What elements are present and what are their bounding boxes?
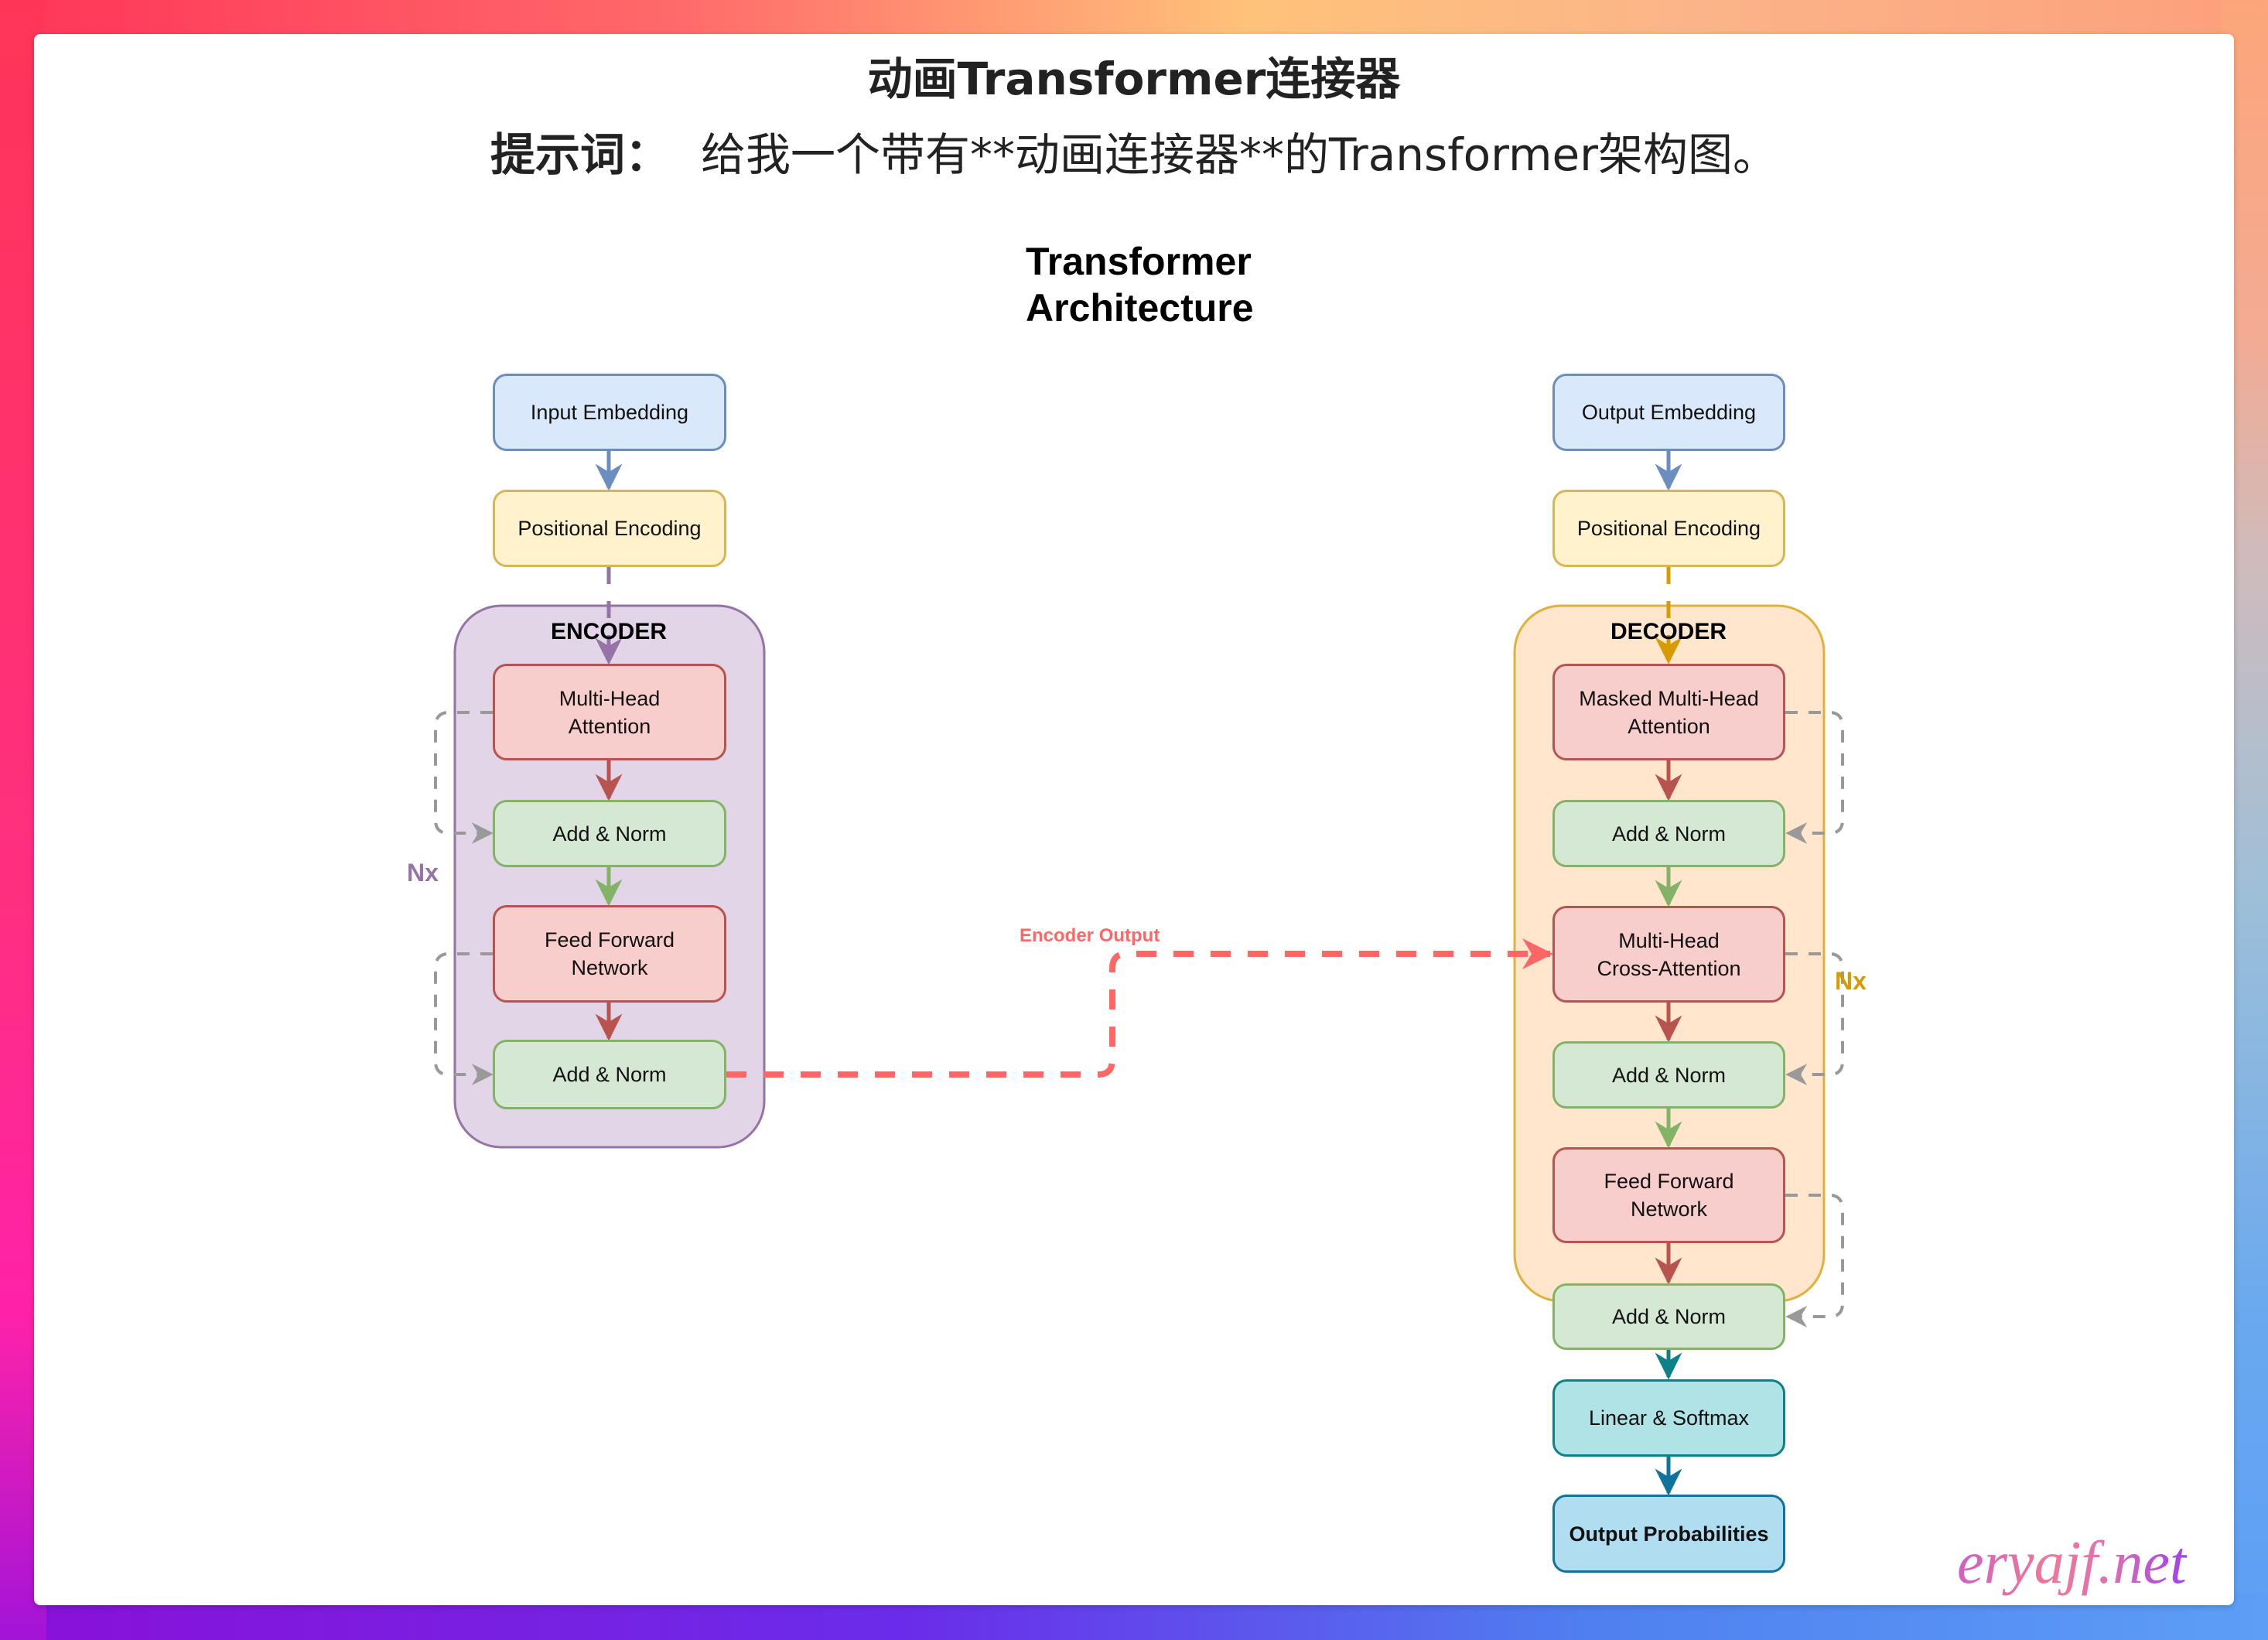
encoder-output-label: Encoder Output [1020,925,1160,946]
encoder-output-connector[interactable] [726,938,1553,1078]
decoder-add-norm-2-node[interactable]: Add & Norm [1552,1041,1785,1109]
prompt-label: 提示词： [490,128,670,181]
diagram-title-line-1: Transformer [1026,240,1252,283]
encoder-skip-connection-1 [434,711,494,844]
linear-softmax-node[interactable]: Linear & Softmax [1552,1379,1785,1457]
encoder-repeat-label: Nx [407,859,439,887]
decoder-cross-attention-node[interactable]: Multi-Head Cross-Attention [1552,906,1785,1003]
prompt-text: 给我一个带有**动画连接器**的Transformer架构图。 [700,128,1778,181]
diagram-title-line-2: Architecture [1026,286,1254,330]
output-probabilities-label: Output Probabilities [1569,1522,1769,1546]
decoder-skip-connection-3 [1785,1194,1844,1327]
decoder-add-norm-1-label: Add & Norm [1611,822,1727,846]
input-embedding-label: Input Embedding [530,401,689,424]
watermark: eryajf.net [1957,1529,2187,1596]
encoder-feed-forward-node[interactable]: Feed Forward Network [493,905,726,1003]
decoder-cross-attention-label: Multi-Head Cross-Attention [1597,928,1741,980]
output-probabilities-node[interactable]: Output Probabilities [1552,1495,1785,1573]
decoder-feed-forward-label: Feed Forward Network [1604,1170,1734,1221]
decoder-add-norm-3-node[interactable]: Add & Norm [1552,1283,1785,1350]
encoder-feed-forward-label: Feed Forward Network [544,928,675,979]
decoder-masked-attention-node[interactable]: Masked Multi-Head Attention [1552,664,1785,760]
encoder-positional-encoding-node[interactable]: Positional Encoding [493,490,726,567]
encoder-label: ENCODER [550,619,667,644]
decoder-add-norm-1-node[interactable]: Add & Norm [1552,800,1785,867]
linear-softmax-label: Linear & Softmax [1588,1406,1750,1430]
encoder-add-norm-1-node[interactable]: Add & Norm [493,800,726,867]
decoder-add-norm-2-label: Add & Norm [1611,1063,1727,1087]
decoder-repeat-label: Nx [1835,967,1867,995]
encoder-add-norm-2-node[interactable]: Add & Norm [493,1040,726,1109]
encoder-add-norm-2-label: Add & Norm [552,1063,667,1086]
decoder-positional-encoding-node[interactable]: Positional Encoding [1552,490,1785,567]
encoder-add-norm-1-label: Add & Norm [552,822,667,846]
decoder-masked-attention-label: Masked Multi-Head Attention [1579,686,1759,738]
diagram-title: Transformer Architecture [1026,238,1254,331]
input-embedding-node[interactable]: Input Embedding [493,374,726,451]
prompt-line: 提示词： 给我一个带有**动画连接器**的Transformer架构图。 [0,124,2268,186]
decoder-skip-connection-1 [1785,711,1844,844]
encoder-positional-encoding-label: Positional Encoding [517,517,702,540]
output-embedding-label: Output Embedding [1581,401,1757,424]
decoder-add-norm-3-label: Add & Norm [1611,1305,1727,1328]
decoder-label: DECODER [1610,619,1727,644]
encoder-skip-connection-2 [434,952,494,1085]
decoder-positional-encoding-label: Positional Encoding [1576,517,1761,540]
page-title: 动画Transformer连接器 [867,53,1401,105]
output-embedding-node[interactable]: Output Embedding [1552,374,1785,451]
content-card [34,34,2234,1605]
encoder-multi-head-attention-label: Multi-Head Attention [558,686,661,738]
decoder-feed-forward-node[interactable]: Feed Forward Network [1552,1147,1785,1243]
decoder-skip-connection-2 [1785,952,1844,1085]
encoder-multi-head-attention-node[interactable]: Multi-Head Attention [493,664,726,760]
